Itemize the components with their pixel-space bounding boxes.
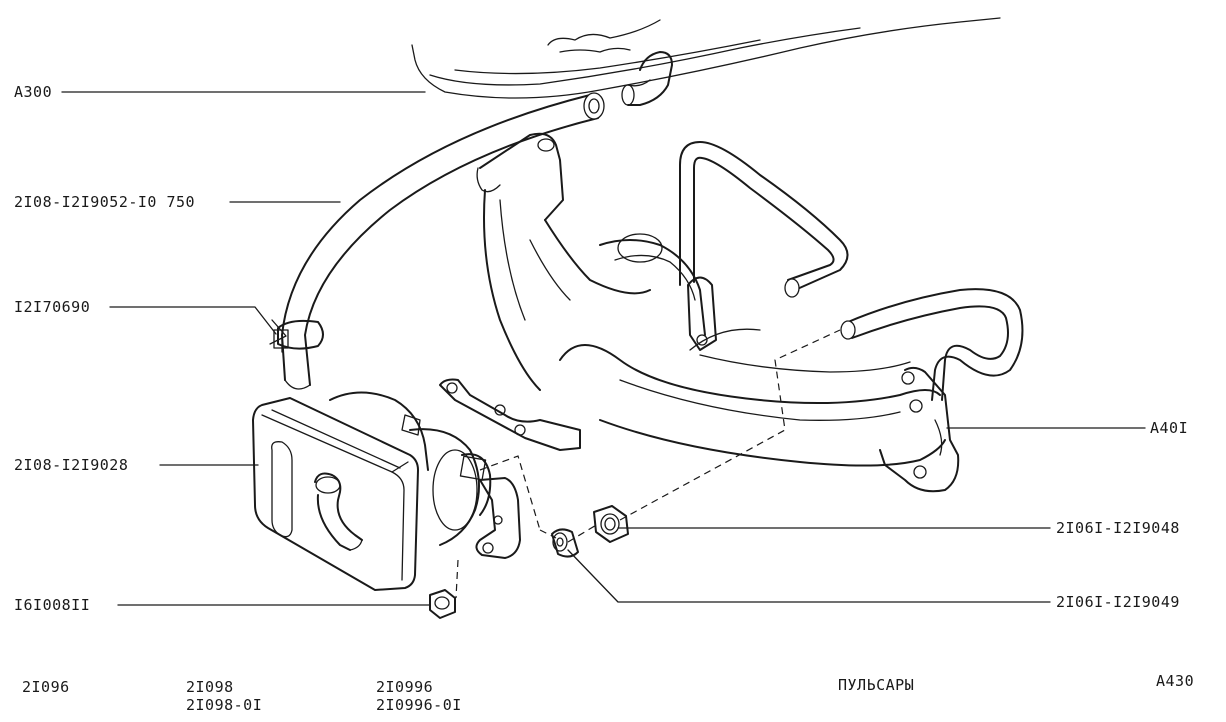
bent-tube-upper bbox=[679, 141, 849, 298]
footer: 2I096 2I098 2I098-0I 2I0996 2I0996-0I ПУ… bbox=[22, 672, 1194, 714]
assembly-lines bbox=[455, 329, 841, 599]
footer-model-3a: 2I0996 bbox=[376, 678, 433, 696]
footer-group-title: ПУЛЬСАРЫ bbox=[838, 676, 914, 694]
bent-tube-lower bbox=[840, 288, 1024, 401]
footer-page-code: A430 bbox=[1156, 672, 1194, 690]
leader-lines bbox=[61, 91, 1146, 606]
label-nut-small: I6I008II bbox=[14, 596, 90, 614]
label-hose: 2I08-I2I9052-I0 750 bbox=[14, 193, 195, 211]
hose bbox=[281, 92, 605, 390]
label-filter: 2I08-I2I9028 bbox=[14, 456, 128, 474]
label-sleeve: 2I06I-I2I9049 bbox=[1056, 593, 1180, 611]
large-nut bbox=[593, 505, 629, 543]
engine-body bbox=[411, 17, 1001, 106]
air-filter bbox=[252, 391, 521, 591]
footer-model-3b: 2I0996-0I bbox=[376, 696, 462, 714]
footer-model-2b: 2I098-0I bbox=[186, 696, 262, 714]
label-clamp: I2I70690 bbox=[14, 298, 90, 316]
footer-model-1: 2I096 bbox=[22, 678, 70, 696]
exhaust-manifold bbox=[439, 132, 960, 493]
footer-model-2a: 2I098 bbox=[186, 678, 234, 696]
sleeve bbox=[551, 528, 579, 558]
label-a401: A40I bbox=[1150, 419, 1188, 437]
small-nut bbox=[429, 589, 456, 619]
label-nut-large: 2I06I-I2I9048 bbox=[1056, 519, 1180, 537]
clamp bbox=[269, 319, 324, 353]
label-a300: A300 bbox=[14, 83, 52, 101]
